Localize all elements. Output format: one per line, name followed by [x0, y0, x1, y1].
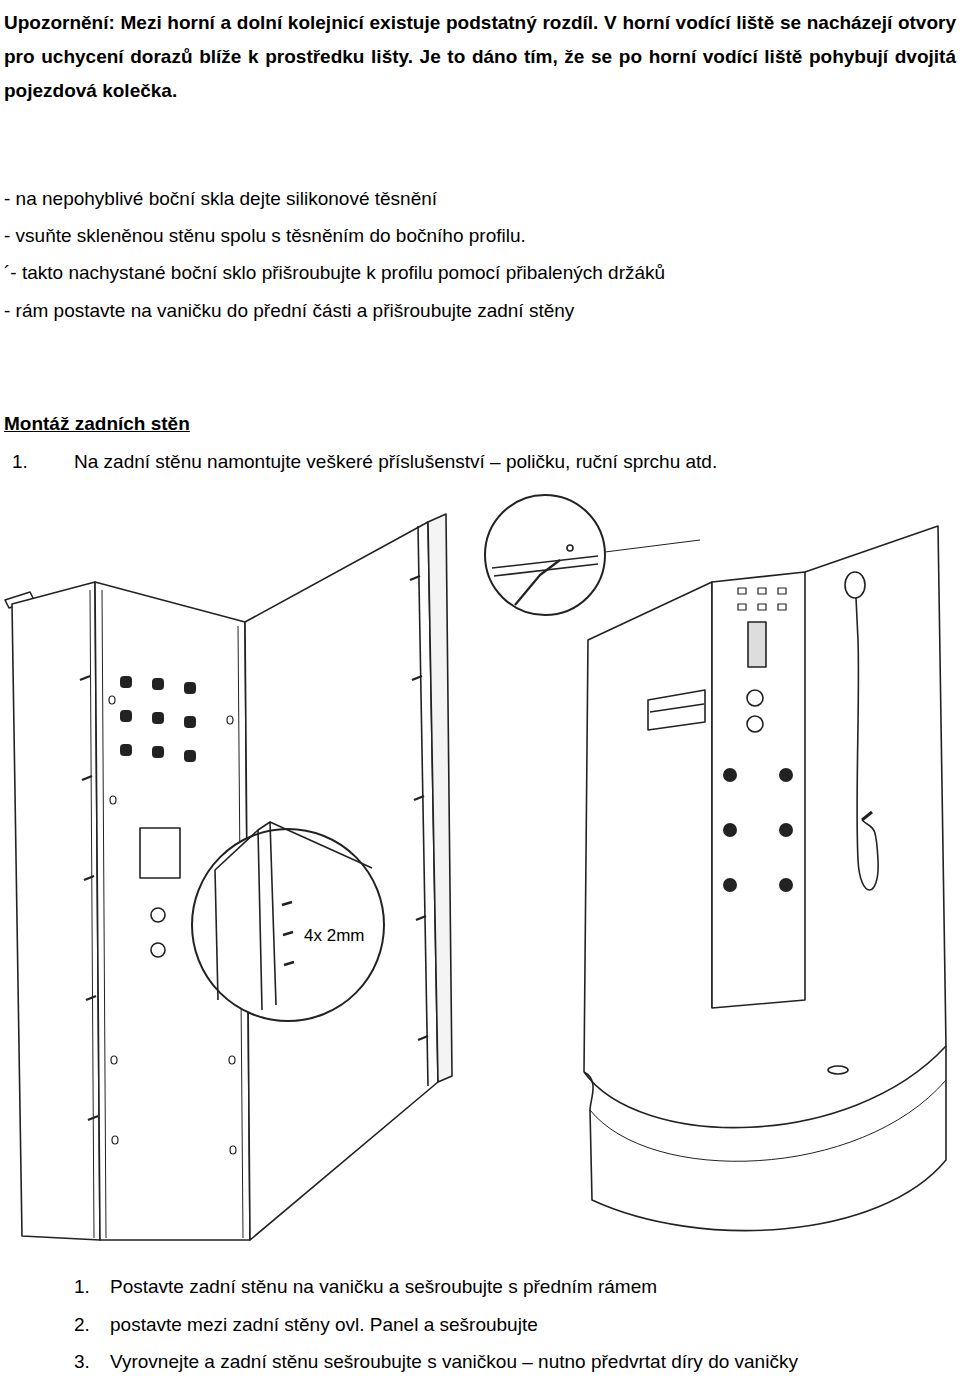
list-number: 1. [12, 451, 28, 474]
list-number: 1. [74, 1276, 90, 1299]
list-number: 3. [74, 1351, 90, 1374]
instruction-text: postavte mezi zadní stěny ovl. Panel a s… [110, 1314, 538, 1337]
list-number: 2. [74, 1314, 90, 1337]
instruction-text: Upozornění: Mezi horní a dolní kolejnicí… [4, 6, 956, 108]
body-jets [723, 768, 793, 892]
shower-cabin [584, 526, 946, 1231]
instruction-text: - rám postavte na vaničku do přední část… [4, 300, 574, 323]
instruction-text: Postavte zadní stěnu na vaničku a sešrou… [110, 1276, 657, 1299]
instruction-text: Na zadní stěnu namontujte veškeré příslu… [74, 451, 717, 474]
instruction-text: ´- takto nachystané boční sklo přišroubu… [4, 262, 665, 285]
dimension-label: 4x 2mm [304, 926, 364, 946]
jets [120, 676, 196, 762]
hand-shower [845, 572, 878, 890]
column-nozzles [738, 588, 786, 610]
control-display [140, 828, 180, 878]
instruction-text: - na nepohyblivé boční skla dejte siliko… [4, 188, 437, 211]
screws [80, 576, 428, 1120]
section-heading: Montáž zadních stěn [4, 413, 190, 436]
detail-magnifier [192, 822, 384, 1021]
rail-magnifier [485, 495, 700, 615]
instruction-text: - vsuňte skleněnou stěnu spolu s těsnění… [4, 225, 526, 248]
instruction-text: Vyrovnejte a zadní stěnu sešroubujte s v… [110, 1351, 798, 1374]
screw-holes [109, 696, 236, 1154]
back-wall-panels [5, 514, 452, 1240]
